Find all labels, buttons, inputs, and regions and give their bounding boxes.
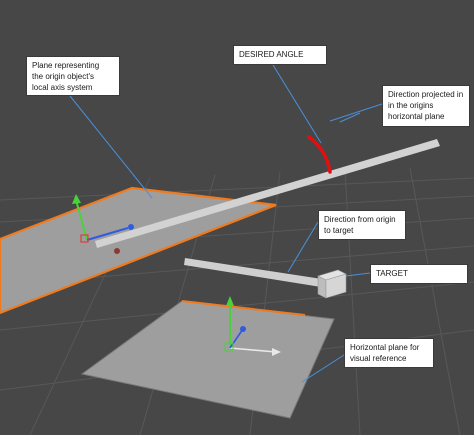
callout-leader-lines <box>69 64 383 383</box>
direction-to-target-ray <box>184 258 322 287</box>
projected-direction-callout: Direction projected in in the origins ho… <box>382 85 470 127</box>
desired-angle-callout: DESIRED ANGLE <box>233 45 327 65</box>
horizontal-plane-callout: Horizontal plane for visual reference <box>344 338 434 368</box>
target-cube <box>317 269 347 299</box>
desired-angle-arc <box>307 135 332 174</box>
origin-plane-callout: Plane representing the origin object's l… <box>26 56 120 96</box>
horizontal-plane-highlight-edge <box>181 300 306 316</box>
target-callout: TARGET <box>370 264 468 284</box>
direction-to-target-callout: Direction from origin to target <box>318 210 406 240</box>
origin-local-plane <box>0 186 277 315</box>
origin-gizmo <box>72 194 134 254</box>
reference-plane-gizmo <box>224 296 281 356</box>
projected-direction-ray <box>95 139 440 248</box>
